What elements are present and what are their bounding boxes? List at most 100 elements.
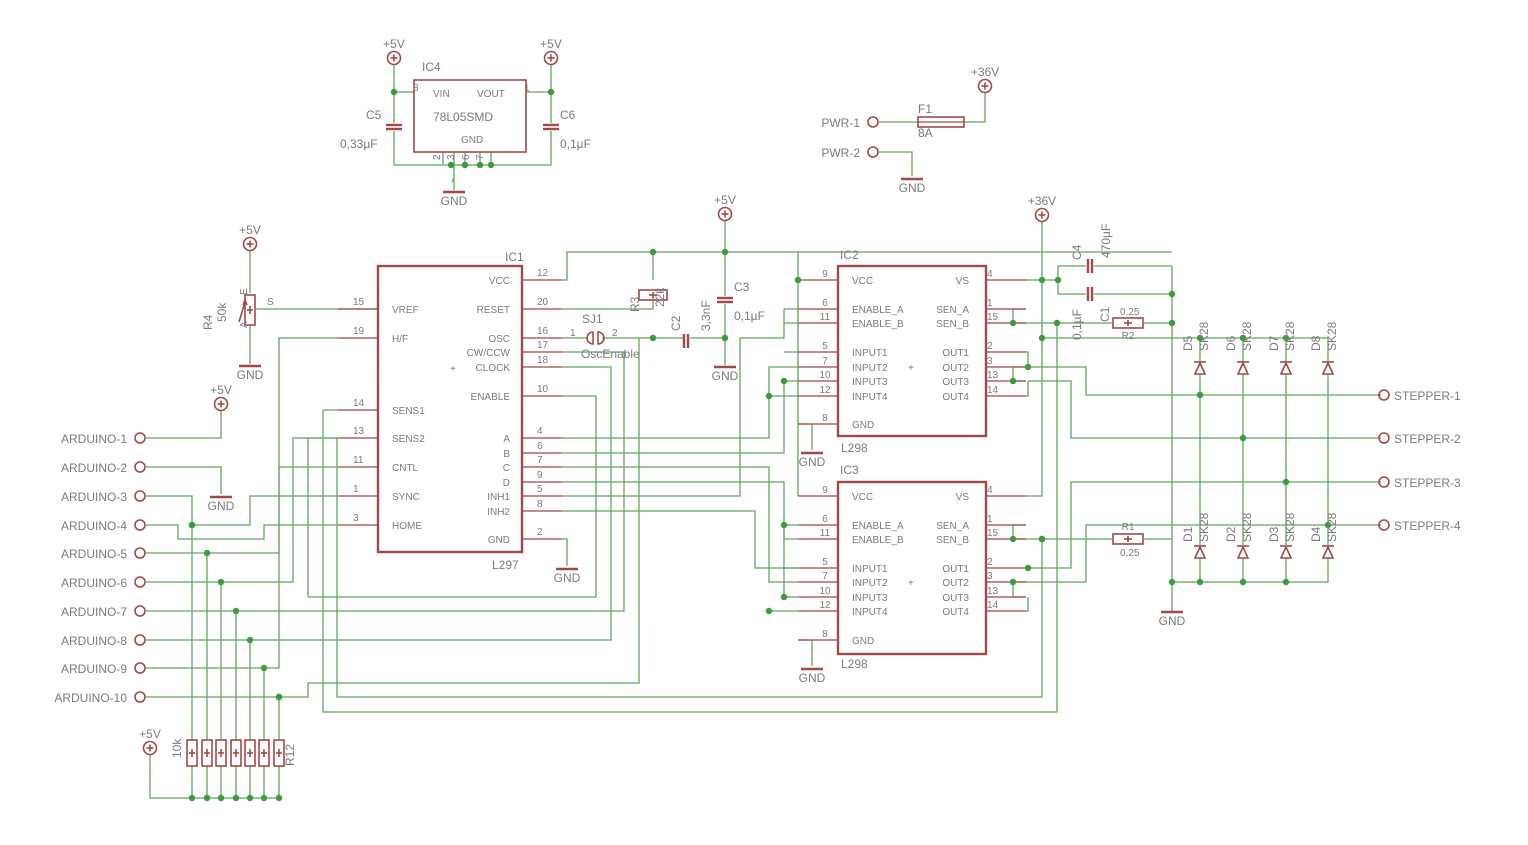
wire xyxy=(451,165,455,190)
gnd-label: GND xyxy=(1159,614,1186,628)
terminal-circle xyxy=(134,490,146,502)
resistor-symbol xyxy=(273,739,285,767)
ic1-pin-label: GND xyxy=(488,535,510,546)
pin-number: 1 xyxy=(987,298,993,309)
gnd-label: GND xyxy=(712,369,739,383)
junction-dot xyxy=(246,794,254,802)
wire xyxy=(307,437,338,597)
pin-number: 4 xyxy=(987,269,993,280)
diode-value: SK28 xyxy=(1325,321,1339,351)
pin-number: 16 xyxy=(537,326,549,337)
junction-dot xyxy=(721,248,729,256)
wire xyxy=(146,495,338,526)
components xyxy=(134,50,1390,767)
junction-dot xyxy=(232,794,240,802)
pin-number: 7 xyxy=(822,356,828,367)
ic4-gnd: GND xyxy=(461,135,483,146)
pin-number: 5 xyxy=(537,484,543,495)
ic1-pin-label: RESET xyxy=(477,305,510,316)
ic2-pin-label: VCC xyxy=(852,276,873,287)
terminal-circle xyxy=(134,691,146,703)
junction-dot xyxy=(1038,334,1046,342)
resistor-array-name: R12 xyxy=(283,744,297,766)
diode-value: SK28 xyxy=(1283,321,1297,351)
pin-number: 12 xyxy=(537,268,549,279)
pin-number: 15 xyxy=(353,297,365,308)
pin-number: 1 xyxy=(570,328,576,339)
wire xyxy=(336,438,1043,698)
arduino-4-label: ARDUINO-4 xyxy=(61,519,127,533)
ic3-name: IC3 xyxy=(840,463,859,477)
c3-value: 0,1µF xyxy=(734,309,765,323)
pin-number: 13 xyxy=(987,370,999,381)
diode-name: D8 xyxy=(1309,335,1323,351)
junction-dot xyxy=(1282,478,1290,486)
p36v-supply-label: +36V xyxy=(1028,194,1056,208)
ic3-pin-label: OUT1 xyxy=(942,564,969,575)
wire xyxy=(562,538,568,566)
wire xyxy=(146,410,222,439)
gnd-label: GND xyxy=(208,499,235,513)
diode-name: D4 xyxy=(1309,526,1323,542)
ic3-pin-label: INPUT3 xyxy=(852,593,888,604)
junction-dot xyxy=(232,607,240,615)
diode-symbol xyxy=(1321,545,1335,559)
f1-value: 8A xyxy=(918,126,933,140)
wire xyxy=(784,351,798,569)
ic4-value: 78L05SMD xyxy=(433,110,493,124)
resistor-symbol xyxy=(215,739,227,767)
r4-pin-a: A xyxy=(239,321,250,328)
junction-dot xyxy=(1239,334,1247,342)
ic3-pin-label: ENABLE_B xyxy=(852,535,904,546)
junction-dot xyxy=(476,161,484,169)
ic3-pin-label: OUT2 xyxy=(942,578,969,589)
c2-value: 3,3nF xyxy=(699,300,713,331)
junction-dot xyxy=(794,276,802,284)
ic1-pin-label: INH2 xyxy=(487,507,510,518)
pin-number: 6 xyxy=(461,154,472,160)
f1-name: F1 xyxy=(918,102,932,116)
ic1-pin-label: B xyxy=(503,449,510,460)
pin-number: 12 xyxy=(819,385,831,396)
ic3-value: L298 xyxy=(841,657,868,671)
pin-number: 1 xyxy=(524,83,530,94)
origin-mark: + xyxy=(908,363,914,374)
ic1-name: IC1 xyxy=(505,250,524,264)
diode-symbol xyxy=(1193,361,1207,375)
pin-numbers: 1519141311131220161718104679582961157101… xyxy=(338,268,1026,641)
junction-dot xyxy=(649,248,657,256)
ic1-pin-label: CLOCK xyxy=(476,363,511,374)
pin-number: 13 xyxy=(353,426,365,437)
ic1-pin-label: A xyxy=(503,434,510,445)
junction-dot xyxy=(1038,276,1046,284)
pin-number: 10 xyxy=(819,370,831,381)
junction-dot xyxy=(649,334,657,342)
c1-name: C1 xyxy=(1098,306,1112,322)
ic1-pin-label: ENABLE xyxy=(471,392,511,403)
junction-dot xyxy=(765,607,773,615)
solder-jumper-sj1 xyxy=(597,331,605,345)
pin-number: 7 xyxy=(822,571,828,582)
junction-dot xyxy=(390,88,398,96)
resistor-symbol xyxy=(244,294,256,326)
junction-dot xyxy=(1168,290,1176,298)
ic1-value: L297 xyxy=(492,558,519,572)
ic3-pin-label: VS xyxy=(956,492,970,503)
ic1-pin-label: CNTL xyxy=(392,463,419,474)
junction-dot xyxy=(1196,391,1204,399)
pin-number: 5 xyxy=(822,341,828,352)
ic1-pin-label: CW/CCW xyxy=(467,348,511,359)
junction-dot xyxy=(203,549,211,557)
junction-dot xyxy=(1054,276,1062,284)
terminal-circle xyxy=(134,432,146,444)
pin-number: 3 xyxy=(353,513,359,524)
junction-dot xyxy=(447,161,455,169)
ic4-vin: VIN xyxy=(433,89,450,100)
wire xyxy=(562,466,798,583)
stepper-4-label: STEPPER-4 xyxy=(1394,519,1461,533)
junction-dot xyxy=(1282,578,1290,586)
diode-name: D7 xyxy=(1267,335,1281,351)
pin-number: 2 xyxy=(987,341,993,352)
pot-wiper xyxy=(238,297,248,323)
